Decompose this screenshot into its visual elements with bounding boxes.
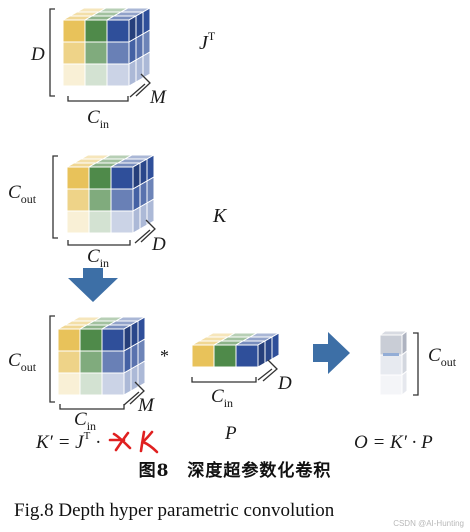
bracket-cout-bottom bbox=[49, 315, 55, 403]
cube-cell bbox=[79, 328, 103, 352]
down-arrow bbox=[68, 268, 118, 302]
output-cell bbox=[379, 374, 403, 396]
label-cin-right: Cin bbox=[211, 386, 233, 410]
label-d-right: D bbox=[277, 373, 292, 394]
cube-cell bbox=[66, 188, 90, 212]
cube-side-cell bbox=[135, 55, 144, 83]
label-d-mid: D bbox=[151, 234, 166, 255]
red-scribble-mark bbox=[108, 430, 159, 454]
cube-cell bbox=[79, 372, 103, 396]
label-k: K bbox=[212, 205, 228, 227]
label-output-eq: O = K′ · P bbox=[354, 432, 433, 453]
bracket-cin-bottom bbox=[59, 404, 125, 410]
label-cin-mid: Cin bbox=[87, 246, 109, 270]
label-cout-mid: Cout bbox=[8, 182, 37, 206]
cube-side-cell bbox=[142, 51, 151, 79]
caption-chinese: 图8 深度超参数化卷积 bbox=[138, 461, 332, 481]
label-m-top: M bbox=[149, 87, 167, 108]
label-star: * bbox=[160, 346, 169, 366]
bracket-cin-right bbox=[191, 377, 257, 383]
bracket-d-mid bbox=[134, 219, 156, 244]
output-column bbox=[378, 329, 409, 397]
label-m-bottom: M bbox=[137, 395, 155, 416]
cube-cell bbox=[106, 63, 130, 87]
cube-cell bbox=[62, 19, 86, 43]
slab-p bbox=[190, 332, 281, 368]
cube-cell bbox=[101, 350, 125, 374]
cube-cell bbox=[84, 41, 108, 65]
cube-cell bbox=[88, 188, 112, 212]
label-d-left: D bbox=[30, 44, 45, 65]
label-cin-top: Cin bbox=[87, 107, 109, 131]
cube-cell bbox=[110, 166, 134, 190]
cube-cell bbox=[84, 19, 108, 43]
cube-cell bbox=[79, 350, 103, 374]
cube-side-cell bbox=[123, 368, 132, 396]
label-p: P bbox=[224, 423, 237, 444]
cube-cell bbox=[84, 63, 108, 87]
cube-side-cell bbox=[139, 202, 148, 230]
cube-k bbox=[65, 154, 156, 234]
cube-cell bbox=[88, 210, 112, 234]
bracket-cin-mid bbox=[67, 240, 131, 246]
cube-kprime bbox=[56, 316, 147, 396]
bracket-d-right bbox=[257, 359, 278, 382]
label-jt: JT bbox=[199, 29, 216, 54]
cube-side-cell bbox=[132, 206, 141, 234]
cube-cell bbox=[101, 372, 125, 396]
cube-cell bbox=[106, 41, 130, 65]
label-cout-bottom: Cout bbox=[8, 350, 37, 374]
cube-cell bbox=[110, 188, 134, 212]
cube-cell bbox=[66, 210, 90, 234]
bracket-cin-top bbox=[67, 96, 129, 102]
scribble-letter: K bbox=[0, 0, 1, 1]
bracket-cout-output bbox=[413, 332, 419, 396]
cube-cell bbox=[62, 63, 86, 87]
cube-cell bbox=[57, 372, 81, 396]
output-accent bbox=[383, 353, 399, 356]
cube-cell bbox=[106, 19, 130, 43]
watermark: CSDN @AI-Hunting bbox=[393, 519, 464, 528]
cube-cell bbox=[101, 328, 125, 352]
bracket-m-top bbox=[129, 73, 151, 98]
cube-cell bbox=[110, 210, 134, 234]
cube-cell bbox=[235, 344, 259, 368]
output-cell bbox=[379, 354, 403, 376]
cube-cell bbox=[191, 344, 215, 368]
cube-cell bbox=[213, 344, 237, 368]
bracket-cout-mid bbox=[52, 155, 58, 239]
bracket-d-left bbox=[49, 8, 55, 97]
cube-side-cell bbox=[257, 340, 266, 368]
cube-side-cell bbox=[271, 332, 280, 360]
cube-cell bbox=[57, 350, 81, 374]
caption-english: Fig.8 Depth hyper parametric convolution bbox=[14, 500, 335, 521]
cube-cell bbox=[62, 41, 86, 65]
brackets bbox=[49, 8, 419, 410]
label-cin-bottom: Cin bbox=[74, 409, 96, 433]
cube-side-cell bbox=[137, 360, 146, 388]
output-cell bbox=[379, 334, 403, 356]
cube-cell bbox=[88, 166, 112, 190]
label-cout-output: Cout bbox=[428, 345, 457, 369]
label-kprime-eq: K′ = JT · bbox=[35, 430, 101, 453]
cube-side-cell bbox=[264, 336, 273, 364]
output-side-cell bbox=[401, 369, 408, 397]
cube-cell bbox=[57, 328, 81, 352]
cube-side-cell bbox=[128, 59, 137, 87]
cube-jt bbox=[61, 7, 152, 87]
cube-side-cell bbox=[130, 364, 139, 392]
cube-cell bbox=[66, 166, 90, 190]
bracket-m-bottom bbox=[123, 381, 145, 406]
cube-side-cell bbox=[146, 198, 155, 226]
right-arrow bbox=[313, 332, 350, 374]
